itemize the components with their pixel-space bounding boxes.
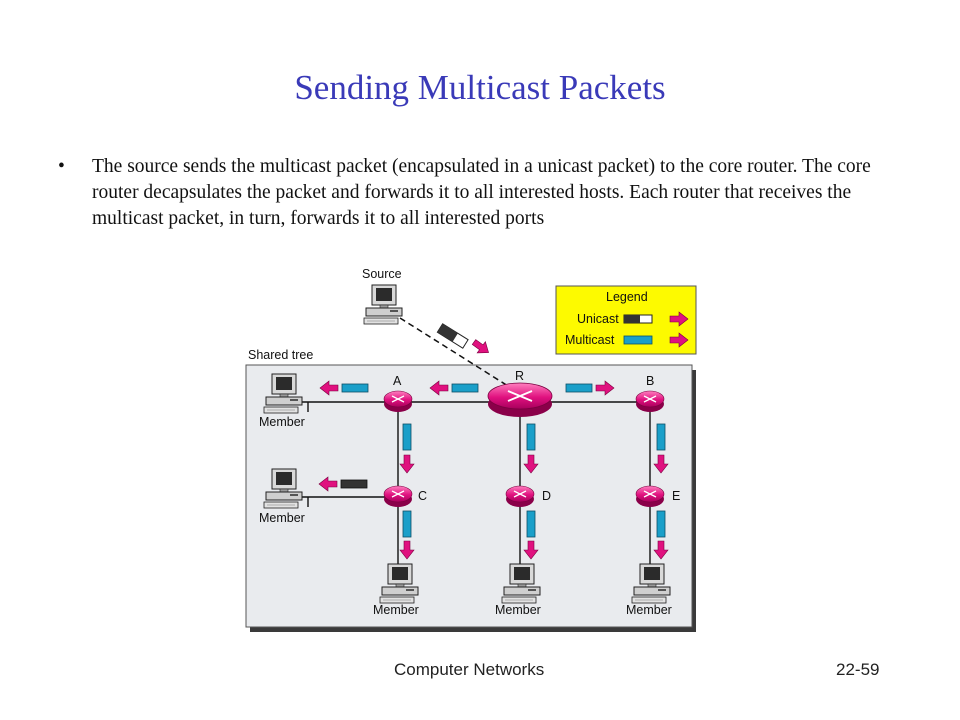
- bullet-dot: •: [58, 156, 65, 177]
- multicast-packet: [341, 383, 369, 393]
- unicast-arrow-icon: [471, 339, 489, 354]
- multicast-packet: [451, 383, 479, 393]
- member-d-label: Member: [495, 603, 541, 617]
- shared-tree-label: Shared tree: [248, 348, 313, 362]
- footer-course: Computer Networks: [394, 660, 545, 679]
- router-d-label: D: [542, 489, 551, 503]
- router-b-label: B: [646, 374, 654, 388]
- router-r-icon: [487, 382, 553, 418]
- unicast-path: [399, 317, 509, 387]
- router-c-icon: [383, 485, 413, 508]
- bullet-item: • The source sends the multicast packet …: [58, 154, 888, 232]
- legend-multicast-label: Multicast: [565, 333, 615, 347]
- router-a-label: A: [393, 374, 402, 388]
- router-e-icon: [635, 485, 665, 508]
- unicast-packet: [436, 323, 469, 349]
- source-label: Source: [362, 267, 402, 281]
- vertical-multicast-flows: [399, 423, 669, 560]
- legend-multicast-packet: [623, 335, 653, 345]
- legend-unicast-packet-inner: [624, 315, 640, 323]
- router-a-icon: [383, 390, 413, 413]
- router-e-label: E: [672, 489, 680, 503]
- router-c-label: C: [418, 489, 427, 503]
- bullet-text: The source sends the multicast packet (e…: [92, 156, 871, 229]
- source-host-icon: [363, 284, 403, 325]
- slide-title: Sending Multicast Packets: [294, 68, 666, 107]
- member-c-label: Member: [259, 511, 305, 525]
- packet-to-member-c: [340, 479, 368, 489]
- footer-page-number: 22-59: [836, 660, 880, 679]
- member-c-bottom-label: Member: [373, 603, 419, 617]
- router-d-icon: [505, 485, 535, 508]
- member-e-label: Member: [626, 603, 672, 617]
- legend-unicast-label: Unicast: [577, 312, 619, 326]
- legend-title: Legend: [606, 290, 648, 304]
- shared-tree-box: [245, 364, 693, 628]
- member-a-label: Member: [259, 415, 305, 429]
- router-r-label: R: [515, 369, 524, 383]
- multicast-packet: [565, 383, 593, 393]
- router-b-icon: [635, 390, 665, 413]
- legend: Legend Unicast Multicast: [555, 285, 697, 355]
